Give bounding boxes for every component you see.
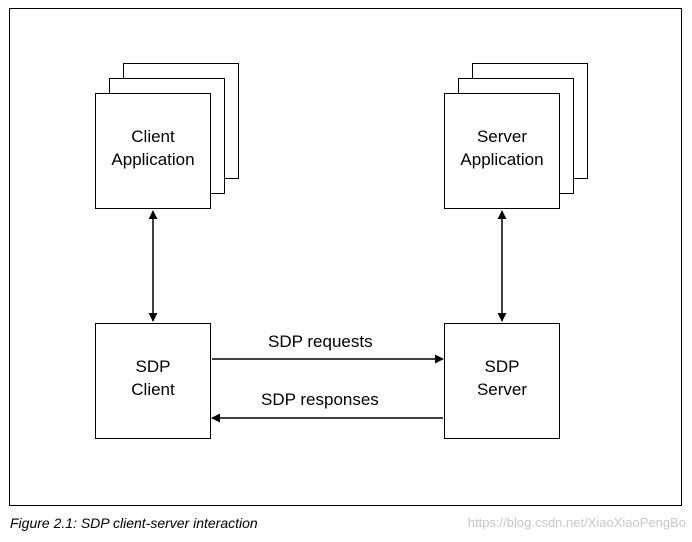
sdp-requests-label: SDP requests [268,332,373,351]
sdp-responses-label: SDP responses [261,390,379,409]
figure-frame [9,8,682,506]
sdp-client-box: SDP Client [95,323,211,439]
sdp-server-label-line2: Server [476,380,528,399]
figure-caption: Figure 2.1: SDP client-server interactio… [10,515,258,531]
client-application-box: Client Application [95,93,211,209]
sdp-server-box: SDP Server [444,323,560,439]
server-application-label-line2: Application [460,150,544,169]
server-application-label-line1: Server [476,127,528,146]
sdp-server-label-line1: SDP [484,357,520,376]
server-application-box: Server Application [444,93,560,209]
client-application-label-line1: Client [131,127,175,146]
sdp-client-label-line1: SDP [135,357,171,376]
sdp-client-label-line2: Client [131,380,175,399]
watermark-url: https://blog.csdn.net/XiaoXiaoPengBo [467,515,686,530]
client-application-label-line2: Application [111,150,195,169]
